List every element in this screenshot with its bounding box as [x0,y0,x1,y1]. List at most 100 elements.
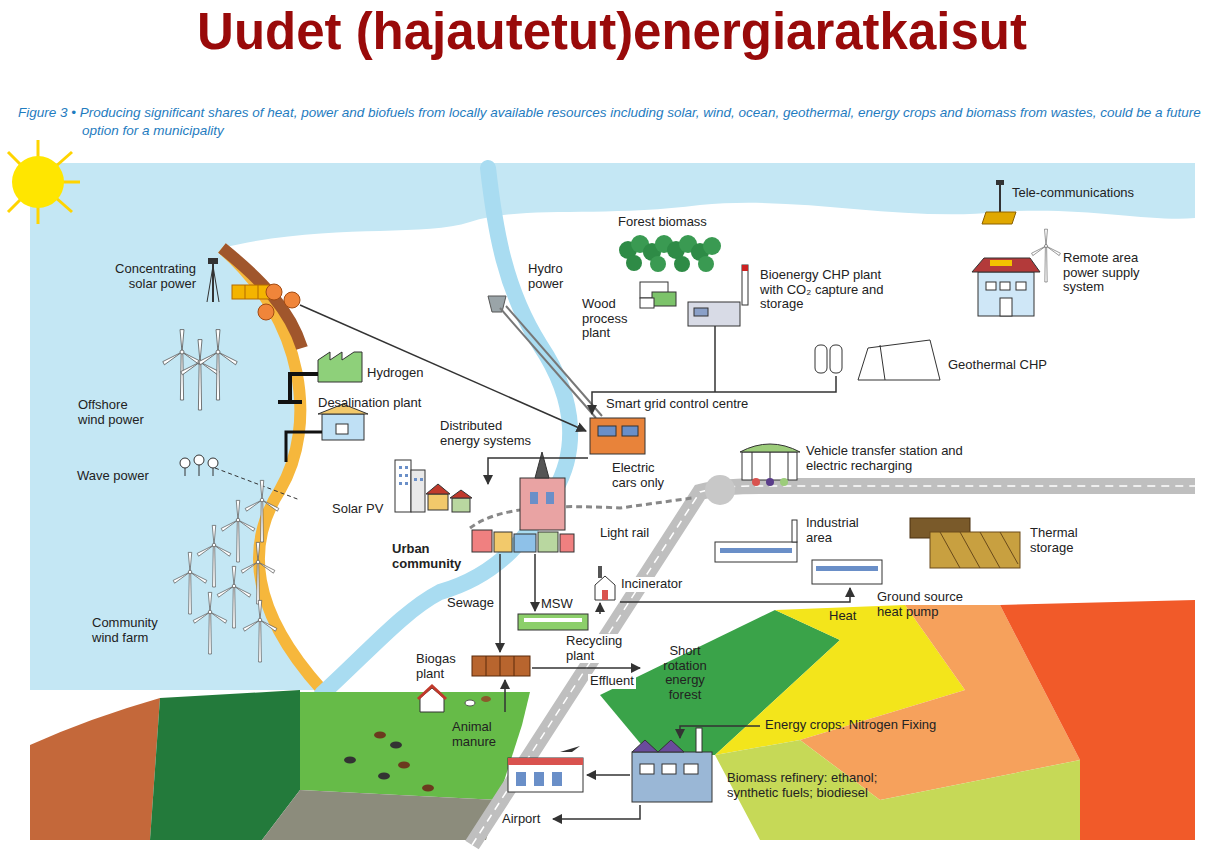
hydrogen-plant [278,400,302,404]
refinery [684,764,698,774]
diagram-label: Distributed energy systems [440,419,545,448]
diagram-label: Tele-communications [1012,186,1134,201]
city [560,534,574,552]
bioenergy-plant [694,308,708,316]
biogas-plant [472,656,530,676]
diagram-label: Smart grid control centre [606,397,748,412]
light-rail-track [470,498,692,528]
incinerator [602,590,608,600]
industrial-buildings [812,560,882,584]
refinery [640,764,654,774]
diagram-label: Incinerator [619,577,684,592]
fields-left [300,692,530,800]
telecom-mast [982,180,1016,224]
city [538,532,558,552]
vehicle-station [770,452,771,480]
city [405,466,408,469]
wood-process-plant [640,282,676,308]
wind-farm [173,552,207,614]
geothermal-plant [815,345,827,373]
forest [619,235,721,272]
airport-building [534,772,544,786]
remote-house [1000,298,1012,316]
diagram-label: Animal manure [452,720,512,749]
diagram-label: Desalination plant [318,396,421,411]
incinerator [598,566,602,578]
hydrogen-plant [290,374,318,402]
diagram-label: MSW [541,597,573,612]
msw-building [524,618,582,622]
flow-arrows [534,554,536,611]
sky-and-sea [30,163,1195,840]
industrial-buildings [816,566,878,571]
diagram-label: Biogas plant [416,652,466,681]
diagram-label: Wave power [77,469,149,484]
remote-house [1016,282,1026,290]
industrial-buildings [715,542,797,562]
diagram-label: Short rotation energy forest [650,644,720,702]
farm [344,757,356,764]
flow-arrows [714,326,716,392]
city [420,478,423,481]
geothermal-plant [815,340,940,380]
telecom-mast [996,180,1004,185]
hydrogen-plant [278,352,362,402]
offshore-turbines [181,340,219,410]
wind-farm [243,600,277,662]
city [405,482,408,485]
bioenergy-plant [742,265,748,271]
bioenergy-plant [688,265,748,326]
wind-farm [193,592,227,654]
wave-buoys [180,455,300,500]
concentrating-solar [266,284,282,300]
smart-grid-building [622,426,638,436]
farm [418,686,446,699]
msw-building [518,614,588,630]
farm [422,785,434,792]
wave-buoys [194,455,204,465]
fields-left [150,690,300,840]
smart-grid-building [590,418,645,454]
wave-buoys [213,468,214,476]
city [399,474,402,477]
vehicle-station [780,478,788,486]
diagram-label: Urban community [392,542,472,571]
offshore-turbines [199,330,237,400]
wave-buoys [180,458,190,468]
figure-caption: Figure 3 • Producing significant shares … [18,104,1224,140]
smart-grid-building [598,426,616,436]
diagram-label: Remote area power supply system [1063,251,1163,295]
forest [674,256,690,272]
diagram-label: Light rail [600,526,649,541]
city [494,532,512,552]
remote-house [978,272,1034,316]
airport-building [508,758,583,765]
fields-left [30,690,530,840]
sun [8,140,80,224]
forest [698,256,714,272]
land [30,203,1195,840]
refinery [632,728,712,802]
vehicle-station [740,444,800,486]
diagram-label: Hydro power [528,262,578,291]
diagram-label: Offshore wind power [78,398,156,427]
flow-arrows [300,305,586,431]
farm [420,688,444,712]
city [395,460,411,512]
diagram-label: Concentrating solar power [96,262,196,291]
flow-arrows [504,680,506,712]
diagram-label: Recycling plant [564,634,638,663]
diagram-label: Hydrogen [367,366,423,381]
fields-right [715,740,1080,840]
fields-left [30,698,160,840]
wood-process-plant [640,298,654,308]
city [452,498,470,512]
geothermal-plant [830,345,842,373]
remote-house [1000,282,1010,290]
flow-arrows [488,458,588,484]
flow-arrows [300,305,850,819]
hydrogen-plant [318,352,362,382]
diagram-label: Energy crops: Nitrogen Fixing [765,718,936,733]
remote-house [986,282,996,290]
